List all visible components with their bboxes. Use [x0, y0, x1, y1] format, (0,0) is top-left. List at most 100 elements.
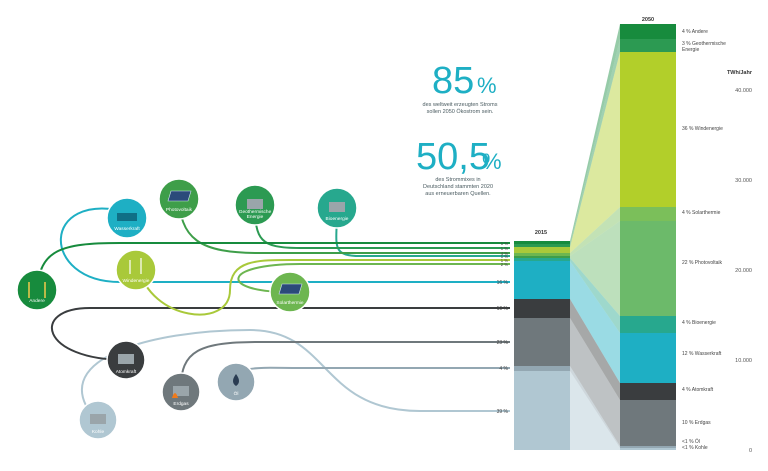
bar-2015-segment-3 [514, 299, 570, 318]
andere-icon: Andere [16, 269, 58, 311]
flow-line-bio [335, 209, 510, 257]
bar-2015-segment-6 [514, 256, 570, 258]
connector-band-0 [570, 371, 620, 450]
bar-2015-segment-7 [514, 253, 570, 256]
bar-2015-segment-0 [514, 371, 570, 450]
bar-connector [570, 24, 620, 450]
headline-85-caption-2: sollen 2050 Ökostrom sein. [427, 108, 494, 115]
source-flow-lines [36, 192, 510, 423]
bar-2050-label-3: 4 % Atomkraft [682, 387, 714, 393]
bar-2050-segment-4 [620, 333, 676, 383]
connector-band-10 [570, 24, 620, 244]
bar-2050-segment-2 [620, 400, 676, 446]
headline-85-value: 85 [432, 60, 474, 102]
oel-icon-label: Öl [234, 390, 239, 397]
bar-2050 [620, 24, 676, 450]
y-axis-title: TWh/Jahr [727, 70, 753, 76]
connector-band-4 [570, 261, 620, 383]
connector-band-2 [570, 318, 620, 446]
solar-icon-panel [278, 283, 303, 295]
bar-2015 [514, 241, 570, 450]
gas-icon: Erdgas [161, 372, 201, 412]
bar-2050-segment-0 [620, 448, 676, 450]
gas-icon-building [173, 386, 189, 396]
wind-icon-label: Windenergie [123, 278, 150, 284]
bar-2015-label-7: 1 % [501, 254, 508, 259]
bar-2050-label-6: 22 % Photovoltaik [682, 260, 723, 266]
bar-2050-segment-1 [620, 446, 676, 448]
atom-icon-building [118, 354, 134, 364]
atom-icon: Atomkraft [106, 340, 146, 380]
connector-band-3 [570, 299, 620, 400]
wasser-icon: Wasserkraft [106, 197, 148, 239]
wind-icon: Windenergie [115, 249, 157, 291]
wind-icon-circle [115, 249, 157, 291]
bar-2015-segment-10 [514, 241, 570, 244]
bar-2050-label-2: 10 % Erdgas [682, 420, 711, 426]
flow-line-wind [138, 258, 510, 316]
source-icons: Andere Wasserkraft Photovoltaik Geothermisc… [16, 178, 358, 440]
flow-line-atom [50, 307, 510, 361]
bar-2015-segment-4 [514, 261, 570, 299]
bar-2015-segment-2 [514, 318, 570, 366]
bar-2015-label-0: 39 % [497, 409, 509, 415]
solar-icon-label: Solarthermie [276, 300, 304, 306]
solar-icon: Solarthermie [269, 271, 311, 313]
flow-line-wasser [59, 207, 510, 283]
oel-icon: Öl [216, 362, 256, 402]
headline-85-caption-1: des weltweit erzeugten Stroms [423, 102, 498, 108]
headline-85: 85 % des weltweit erzeugten Stroms solle… [423, 60, 498, 115]
headline-50-5-caption-2: Deutschland stammten 2020 [423, 184, 493, 190]
bar-2050-segment-7 [620, 207, 676, 221]
andere-icon-circle [16, 269, 58, 311]
wasser-icon-dam [117, 213, 137, 221]
bar-2015-label-3: 10 % [497, 306, 509, 312]
bar-2015-segment-9 [514, 244, 570, 247]
kohle-icon-label: Kohle [92, 429, 105, 435]
bar-2015-label-6: 1 % [501, 258, 508, 263]
geo-icon-building [247, 199, 263, 209]
y-tick-label: 40.000 [735, 88, 752, 94]
gas-icon-label: Erdgas [173, 401, 189, 407]
connector-band-8 [570, 52, 620, 253]
bar-2015-label-2: 23 % [497, 340, 509, 346]
bar-2050-label-9: 3 % Geothermische [682, 41, 726, 47]
bar-2050-label-7: 4 % Solarthermie [682, 210, 721, 216]
bio-icon-label: Bioenergie [326, 216, 349, 222]
connector-band-5 [570, 258, 620, 333]
geo-icon-label: Geothermische [239, 209, 272, 215]
headline-50-5-caption-3: aus erneuerbaren Quellen. [425, 191, 491, 197]
bar-2050-segment-8 [620, 52, 676, 207]
kohle-icon: Kohle [78, 400, 118, 440]
bar-2050-label-5: 4 % Bioenergie [682, 320, 716, 326]
wasser-icon-label: Wasserkraft [114, 226, 140, 232]
bar-2050-year-label: 2050 [642, 17, 654, 23]
bar-2015-year-label: 2015 [535, 230, 547, 236]
bar-2015-label-10: 1 % [501, 241, 508, 246]
andere-icon-label: Andere [29, 298, 45, 304]
bar-2050-label-4: 12 % Wasserkraft [682, 351, 722, 357]
pv-icon-panel [167, 190, 192, 202]
bar-2050-labels: <1 % Kohle<1 % Öl 10 % Erdgas 4 % Atomkraf… [682, 29, 726, 451]
andere-icon-poles [28, 282, 46, 298]
bar-2050-label-10: 4 % Andere [682, 29, 708, 35]
bar-2050-label-1: <1 % Öl [682, 438, 700, 445]
pv-icon-label: Photovoltaik [166, 207, 193, 213]
oel-icon-drop [233, 374, 239, 386]
connector-band-9 [570, 39, 620, 247]
kohle-icon-building [90, 414, 106, 424]
headline-50-5-unit: % [482, 149, 502, 174]
bar-2015-label-1: 4 % [499, 366, 508, 372]
flow-line-kohle [81, 328, 510, 423]
gas-icon-flame [172, 393, 178, 398]
bar-2050-label-0: <1 % Kohle [682, 445, 708, 451]
atom-icon-label: Atomkraft [116, 369, 137, 375]
bar-2015-segment-5 [514, 258, 570, 261]
connector-band-6 [570, 221, 620, 316]
bar-2015-label-5: 2 % [501, 262, 508, 267]
pv-icon: Photovoltaik [158, 178, 200, 220]
bar-2050-label-9-line2: Energie [682, 47, 699, 53]
bar-2050-segment-5 [620, 316, 676, 333]
